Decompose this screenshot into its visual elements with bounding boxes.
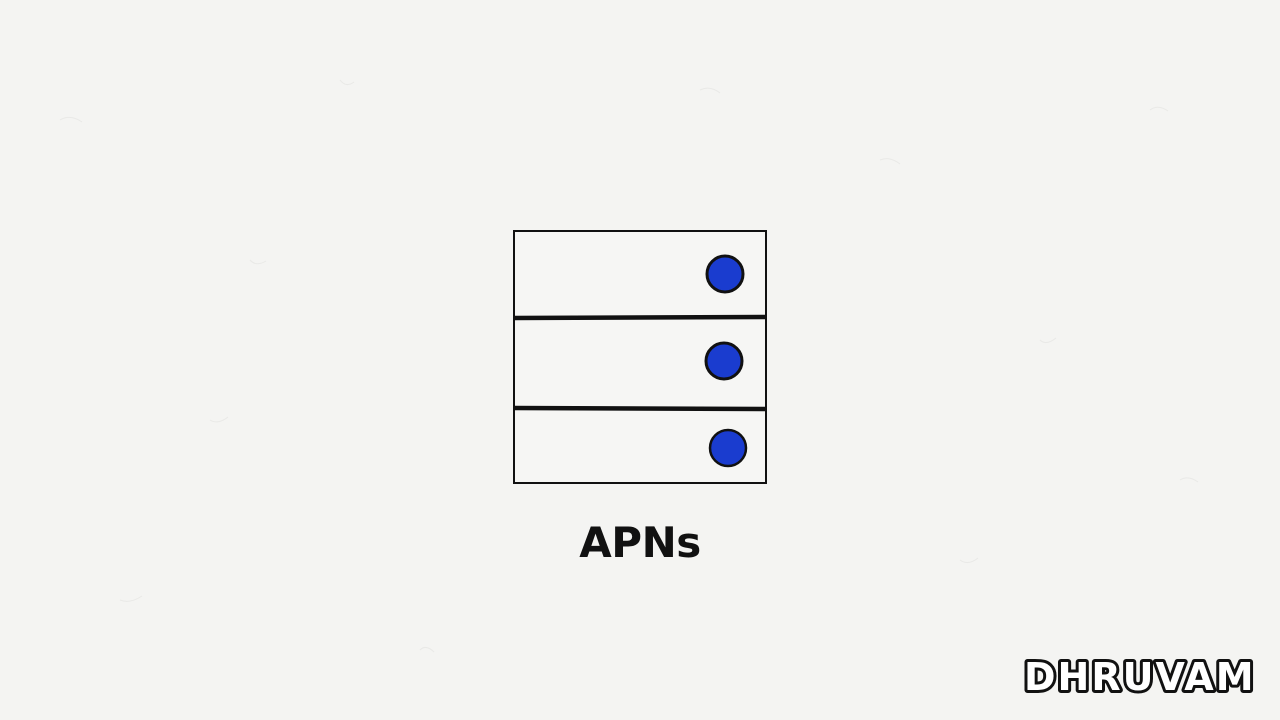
server-indicator-light-1 (705, 254, 745, 294)
server-divider-2 (513, 405, 767, 412)
server-indicator-light-2 (704, 341, 744, 381)
server-divider-1 (513, 314, 767, 321)
server-indicator-light-3 (708, 428, 748, 468)
apns-server-icon (513, 230, 767, 484)
watermark-text-outline: DHRUVAM (1024, 655, 1256, 698)
watermark-text-fill: DHRUVAM (1024, 655, 1256, 698)
node-label: APNs (579, 518, 701, 567)
brand-watermark: DHRUVAM DHRUVAM (1021, 652, 1257, 698)
